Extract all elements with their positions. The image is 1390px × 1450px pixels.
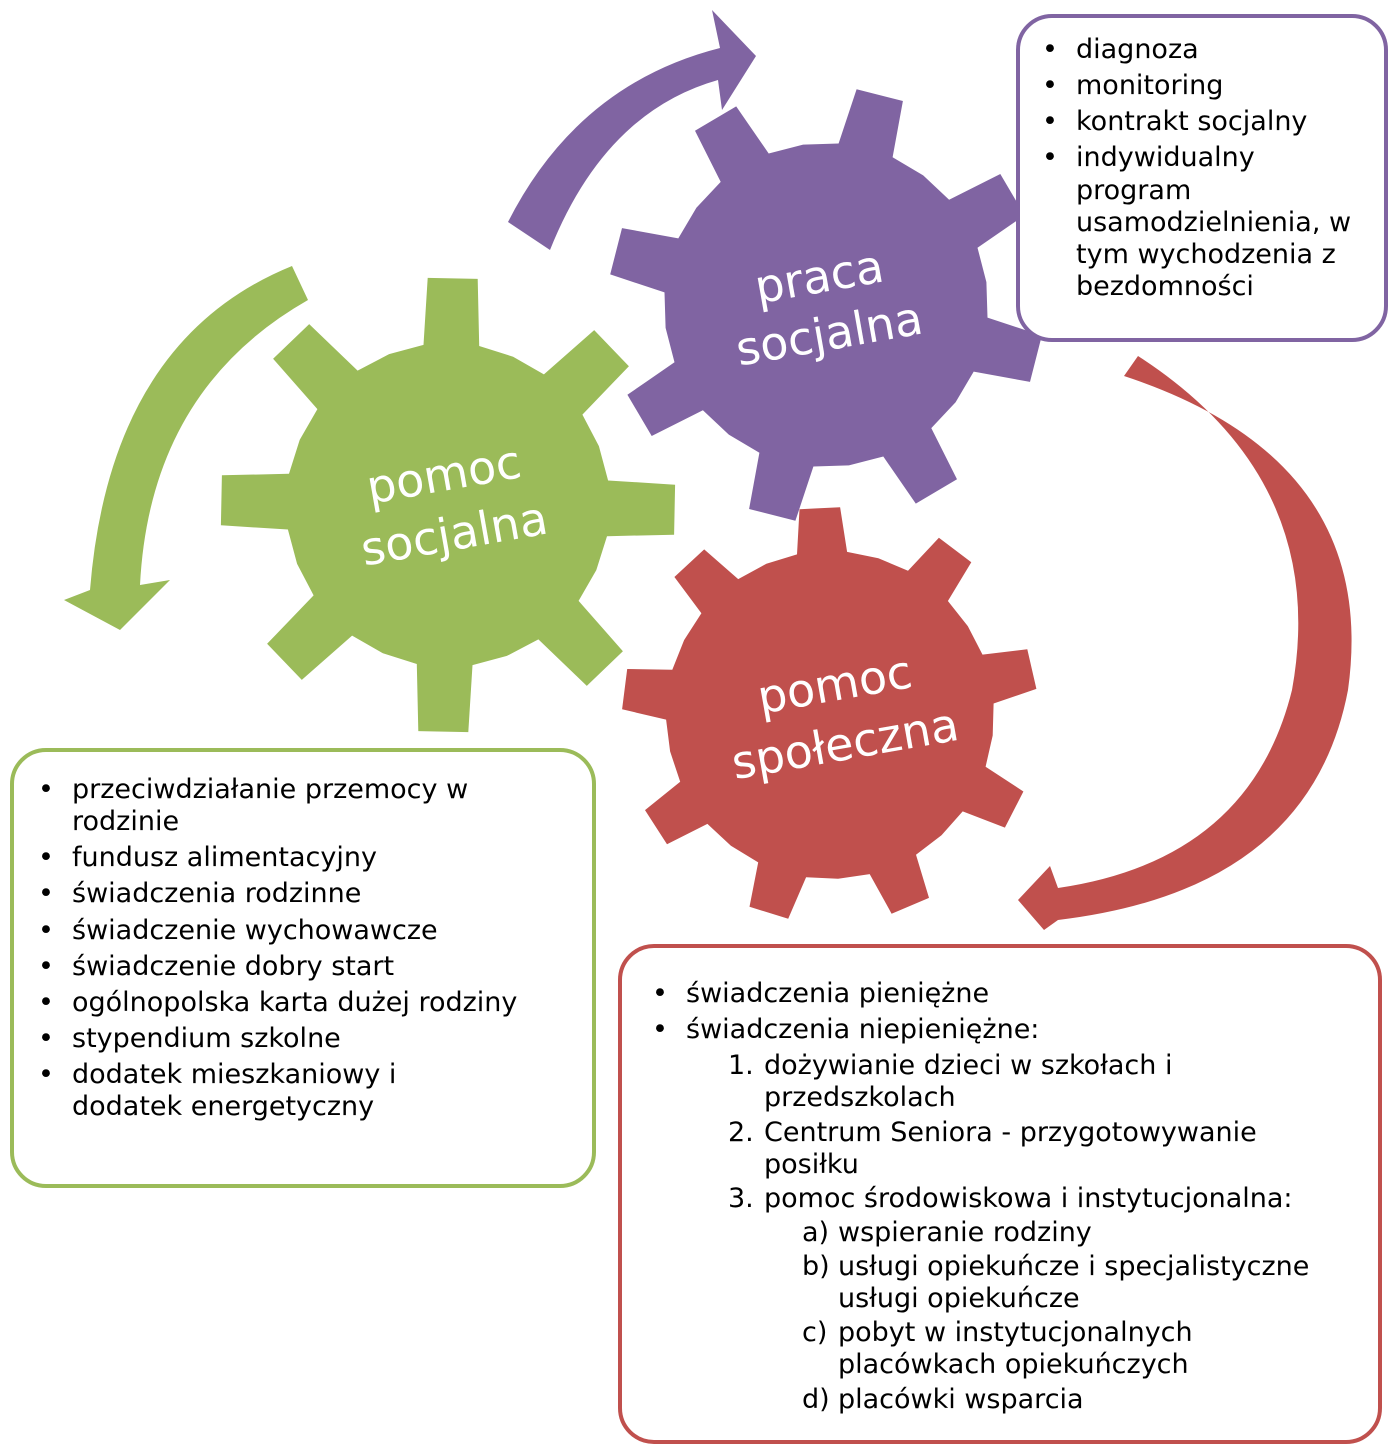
list-item: • świadczenie wychowawcze <box>26 915 470 947</box>
list-item-text: ogólnopolska karta dużej rodziny <box>72 986 518 1018</box>
bullet-icon: • <box>652 978 668 1009</box>
subsub-list-letter: b) <box>802 1251 830 1282</box>
sub-list-number: 1. <box>728 1050 754 1082</box>
purple-cycle-arrow <box>508 10 756 250</box>
pomoc-spoleczna-gear <box>622 507 1037 919</box>
list-item-text: stypendium szkolne <box>72 1022 341 1054</box>
list-item-text: świadczenia pieniężne <box>686 978 990 1009</box>
subsub-list-item: a)wspieranie rodziny <box>640 1217 1366 1249</box>
gear-purple-shape <box>610 89 1042 521</box>
subsub-list-letter: a) <box>802 1216 830 1248</box>
gear-green-shape <box>220 277 676 733</box>
list-item: • ogólnopolska karta dużej rodziny <box>26 987 580 1019</box>
list-item-text: świadczenie wychowawcze <box>72 914 438 946</box>
list-item-text: przeciwdziałanie przemocy w rodzinie <box>72 774 469 838</box>
subsub-list-item: c) pobyt w instytucjonalnych placówkach o… <box>640 1317 1366 1381</box>
subsub-list-letter: d) <box>802 1383 830 1415</box>
list-item: • przeciwdziałanie przemocy w rodzinie <box>26 774 470 838</box>
list-item-text: świadczenia niepieniężne: <box>686 1014 1040 1046</box>
sub-list-text: pomoc środowiskowa i instytucjonalna: <box>764 1182 1293 1214</box>
pomoc-spoleczna-list: • świadczenia pieniężne • świadczenia niep… <box>640 978 1366 1046</box>
subsub-list-item: b) usługi opiekuńcze i specjalistyczne us… <box>640 1251 1366 1315</box>
bullet-icon: • <box>38 914 54 946</box>
gear-red-shape <box>622 507 1037 919</box>
subsub-list-text: pobyt w instytucjonalnych placówkach opi… <box>838 1317 1193 1381</box>
list-item: • kontrakt socjalny <box>1030 106 1372 138</box>
subsub-list-item: d)placówki wsparcia <box>640 1384 1366 1416</box>
list-item: • diagnoza <box>1030 34 1372 66</box>
list-item: • indywidualny program usamodzielnienia, … <box>1030 142 1372 303</box>
bullet-icon: • <box>1042 34 1058 65</box>
list-item: • dodatek mieszkaniowy i dodatek energety… <box>26 1059 470 1123</box>
sub-list-item: 2. Centrum Seniora - przygotowywanie posi… <box>640 1117 1366 1181</box>
list-item-text: monitoring <box>1076 70 1224 102</box>
list-item: • świadczenia pieniężne <box>640 978 1366 1010</box>
list-item: • świadczenia niepieniężne: <box>640 1014 1366 1046</box>
pomoc-socjalna-gear <box>220 277 676 733</box>
list-item-text: diagnoza <box>1076 34 1199 65</box>
pomoc-socjalna-list: • przeciwdziałanie przemocy w rodzinie • f… <box>26 774 580 1123</box>
list-item: • świadczenia rodzinne <box>26 878 470 910</box>
bullet-icon: • <box>1042 70 1058 102</box>
sub-list-text: dożywianie dzieci w szkołach i przedszko… <box>764 1050 1173 1114</box>
bullet-icon: • <box>38 986 54 1018</box>
pomoc-spoleczna-box: • świadczenia pieniężne • świadczenia niep… <box>618 944 1382 1444</box>
list-item-text: dodatek mieszkaniowy i dodatek energetyc… <box>72 1059 397 1123</box>
list-item-text: kontrakt socjalny <box>1076 106 1308 138</box>
bullet-icon: • <box>1042 142 1058 174</box>
bullet-icon: • <box>38 1022 54 1054</box>
subsub-list-letter: c) <box>802 1317 828 1349</box>
green-cycle-arrow <box>64 266 308 630</box>
bullet-icon: • <box>38 950 54 982</box>
sub-list-text: Centrum Seniora - przygotowywanie posiłk… <box>764 1116 1257 1180</box>
praca-socjalna-box: • diagnoza • monitoring • kontrakt socjalny… <box>1016 14 1388 342</box>
subsub-list-text: usługi opiekuńcze i specjalistyczne usłu… <box>838 1251 1310 1315</box>
sub-list-item: 1. dożywianie dzieci w szkołach i przedsz… <box>640 1050 1366 1114</box>
list-item-text: świadczenia rodzinne <box>72 878 362 910</box>
bullet-icon: • <box>652 1014 668 1046</box>
list-item: • fundusz alimentacyjny <box>26 842 470 874</box>
subsub-list-text: placówki wsparcia <box>838 1383 1084 1415</box>
list-item-text: indywidualny program usamodzielnienia, w… <box>1076 142 1352 302</box>
bullet-icon: • <box>38 878 54 910</box>
sub-list-item: 3. pomoc środowiskowa i instytucjonalna: <box>640 1183 1366 1215</box>
praca-socjalna-gear <box>610 89 1042 521</box>
subsub-list-text: wspieranie rodziny <box>838 1216 1092 1248</box>
sub-list-number: 2. <box>728 1116 754 1148</box>
bullet-icon: • <box>38 1059 54 1090</box>
pomoc-socjalna-box: • przeciwdziałanie przemocy w rodzinie • f… <box>10 748 596 1188</box>
list-item: • świadczenie dobry start <box>26 951 470 983</box>
red-cycle-arrow <box>1018 356 1352 930</box>
list-item: • monitoring <box>1030 70 1372 102</box>
bullet-icon: • <box>1042 106 1058 138</box>
list-item: • stypendium szkolne <box>26 1023 470 1055</box>
bullet-icon: • <box>38 842 54 874</box>
list-item-text: fundusz alimentacyjny <box>72 842 377 874</box>
bullet-icon: • <box>38 774 54 805</box>
list-item-text: świadczenie dobry start <box>72 950 395 982</box>
praca-socjalna-list: • diagnoza • monitoring • kontrakt socjalny… <box>1030 34 1372 303</box>
sub-list-number: 3. <box>728 1182 754 1214</box>
